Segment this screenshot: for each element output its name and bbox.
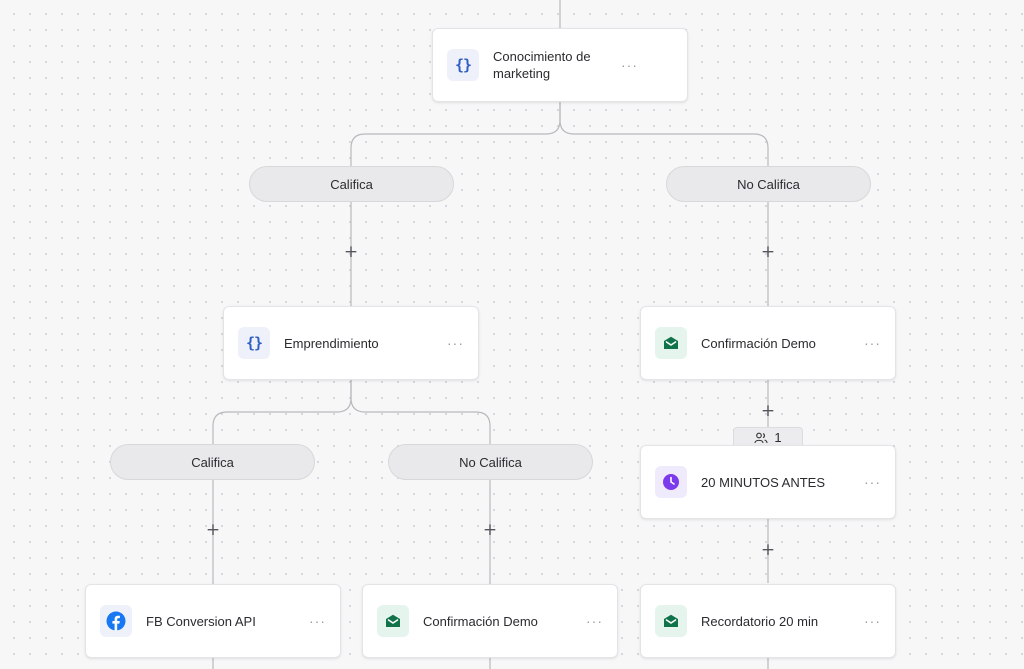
more-options-button[interactable]: ··· (309, 613, 326, 629)
add-step-button[interactable]: + (760, 540, 776, 560)
add-step-button[interactable]: + (482, 520, 498, 540)
more-options-button[interactable]: ··· (621, 57, 638, 73)
branch-califica[interactable]: Califica (249, 166, 454, 202)
add-step-button[interactable]: + (205, 520, 221, 540)
mail-icon (655, 605, 687, 637)
more-options-button[interactable]: ··· (447, 335, 464, 351)
node-label: Confirmación Demo (701, 335, 816, 351)
facebook-icon (100, 605, 132, 637)
node-label: Recordatorio 20 min (701, 613, 819, 629)
node-label: Conocimiento de marketing (493, 49, 591, 81)
node-20-minutos-antes[interactable]: 20 MINUTOS ANTES ··· (640, 445, 896, 519)
contacts-counter-badge[interactable]: 1 (733, 427, 803, 447)
branch-no-califica[interactable]: No Califica (388, 444, 593, 480)
branch-no-califica[interactable]: No Califica (666, 166, 871, 202)
node-label: Emprendimiento (284, 335, 379, 351)
node-confirmacion-demo[interactable]: Confirmación Demo ··· (362, 584, 618, 658)
add-step-button[interactable]: + (760, 401, 776, 421)
code-braces-icon: {} (238, 327, 270, 359)
users-icon (754, 432, 768, 443)
mail-icon (655, 327, 687, 359)
node-label: Confirmación Demo (423, 613, 538, 629)
branch-califica[interactable]: Califica (110, 444, 315, 480)
node-label: 20 MINUTOS ANTES (701, 474, 826, 490)
node-emprendimiento[interactable]: {} Emprendimiento ··· (223, 306, 479, 380)
more-options-button[interactable]: ··· (864, 613, 881, 629)
code-braces-icon: {} (447, 49, 479, 81)
counter-value: 1 (774, 430, 782, 445)
node-confirmacion-demo[interactable]: Confirmación Demo ··· (640, 306, 896, 380)
node-fb-conversion-api[interactable]: FB Conversion API ··· (85, 584, 341, 658)
more-options-button[interactable]: ··· (864, 335, 881, 351)
clock-icon (655, 466, 687, 498)
node-label: FB Conversion API (146, 613, 256, 629)
mail-icon (377, 605, 409, 637)
node-conocimiento-de-marketing[interactable]: {} Conocimiento de marketing ··· (432, 28, 688, 102)
add-step-button[interactable]: + (760, 242, 776, 262)
more-options-button[interactable]: ··· (586, 613, 603, 629)
more-options-button[interactable]: ··· (864, 474, 881, 490)
node-recordatorio-20-min[interactable]: Recordatorio 20 min ··· (640, 584, 896, 658)
add-step-button[interactable]: + (343, 242, 359, 262)
